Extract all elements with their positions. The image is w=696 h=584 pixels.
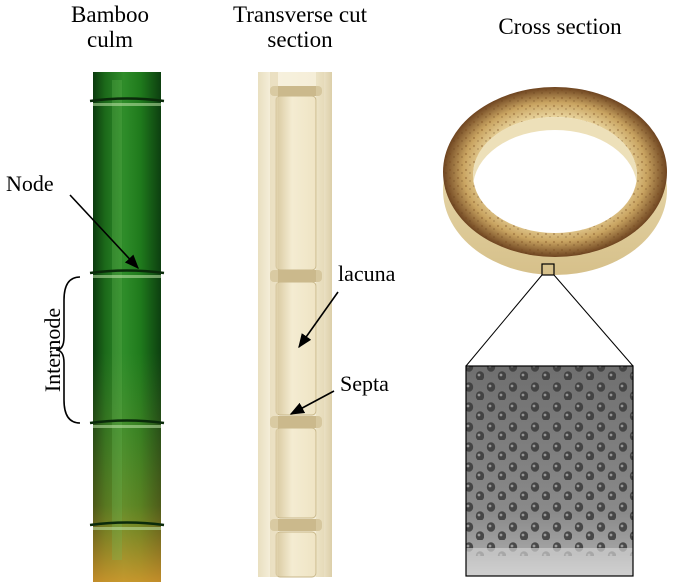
lacuna-cavity [275,95,317,271]
cut-lacunae [275,95,317,578]
cut-title: Transverse cut section [205,2,395,52]
septum [270,416,322,428]
lacuna-cavity [275,427,317,519]
culm-highlight [112,80,122,560]
septum [270,270,322,282]
sem-vascular-bundles [466,366,633,556]
sem-outer-layer [466,548,633,576]
culm-node-ring [89,97,165,103]
lacuna-label: lacuna [338,261,396,286]
bamboo-culm [89,72,165,582]
sem-frame [465,365,634,577]
zoom-box [541,263,555,276]
lacuna-cavity [275,281,317,416]
culm-node-highlights [93,103,161,530]
node-arrow [69,194,139,270]
internode-label: Internode [40,307,65,393]
septum [270,519,322,531]
cut-title-line1: Transverse cut [233,2,367,27]
lacuna-cavity [275,531,317,578]
zoom-line-right [553,274,634,367]
culm-node-rings [89,97,165,527]
sem-micrograph [465,365,634,577]
septum [270,86,322,96]
transverse-cut-section [258,72,332,578]
culm-title-line2: culm [87,27,133,52]
internode-brace [55,276,81,424]
culm-node-ring [89,269,165,275]
culm-orange-tint [93,72,161,582]
ring-hole [473,117,637,233]
lacuna-arrow [298,291,339,349]
culm-node-ring [89,419,165,425]
ring-inner-wall [473,117,637,188]
culm-title: Bamboo culm [50,2,170,52]
cross-section-ring [443,87,667,276]
cut-title-line2: section [267,27,333,52]
septa-label: Septa [340,371,389,396]
culm-title-line1: Bamboo [71,2,149,27]
cut-right-wall-shade [316,72,324,577]
cross-title: Cross section [498,14,622,39]
cut-left-wall-shade [270,72,278,577]
node-label: Node [6,171,54,196]
cut-septa [270,86,322,531]
culm-node-ring [89,521,165,527]
septa-arrow [289,390,335,415]
zoom-line-left [465,274,543,367]
